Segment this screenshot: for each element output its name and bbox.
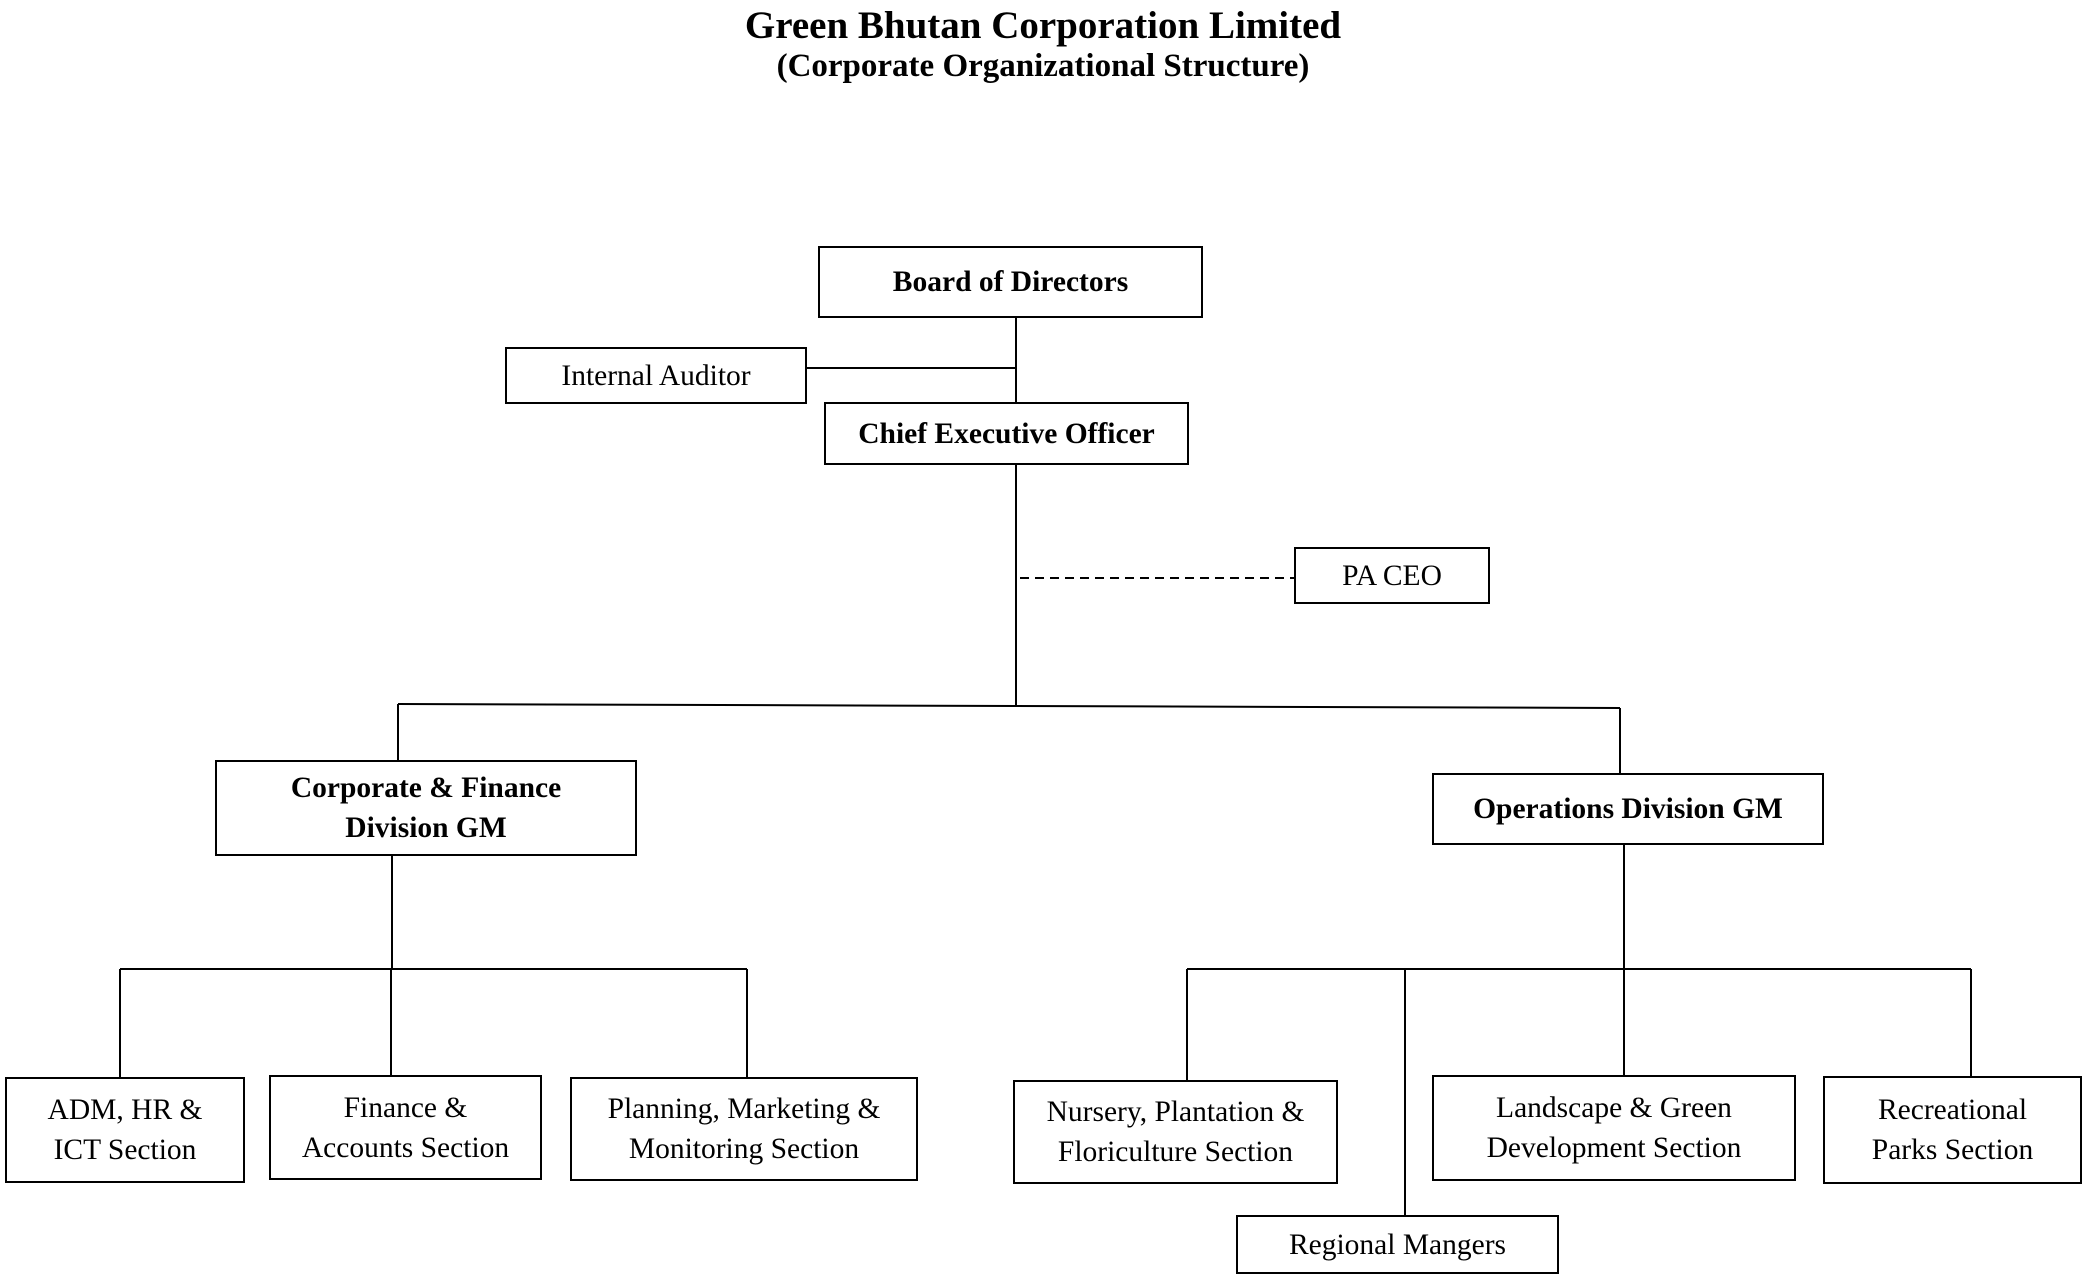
node-board-of-directors: Board of Directors [818, 246, 1203, 318]
page-title: Green Bhutan Corporation Limited [744, 4, 1342, 47]
node-adm-hr-ict-section: ADM, HR & ICT Section [5, 1077, 245, 1183]
node-finance-accounts-section: Finance & Accounts Section [269, 1075, 542, 1180]
node-chief-executive-officer: Chief Executive Officer [824, 402, 1189, 465]
node-recreational-parks-section: Recreational Parks Section [1823, 1076, 2082, 1184]
page-subtitle: (Corporate Organizational Structure) [776, 48, 1310, 84]
node-internal-auditor: Internal Auditor [505, 347, 807, 404]
node-operations-division-gm: Operations Division GM [1432, 773, 1824, 845]
node-regional-managers: Regional Mangers [1236, 1215, 1559, 1274]
node-landscape-green-development-section: Landscape & Green Development Section [1432, 1075, 1796, 1181]
node-corporate-finance-division-gm: Corporate & Finance Division GM [215, 760, 637, 856]
node-nursery-plantation-floriculture-section: Nursery, Plantation & Floriculture Secti… [1013, 1080, 1338, 1184]
connector-divisions-bar [397, 703, 1621, 709]
node-pa-ceo: PA CEO [1294, 547, 1490, 604]
node-planning-marketing-monitoring-section: Planning, Marketing & Monitoring Section [570, 1077, 918, 1181]
